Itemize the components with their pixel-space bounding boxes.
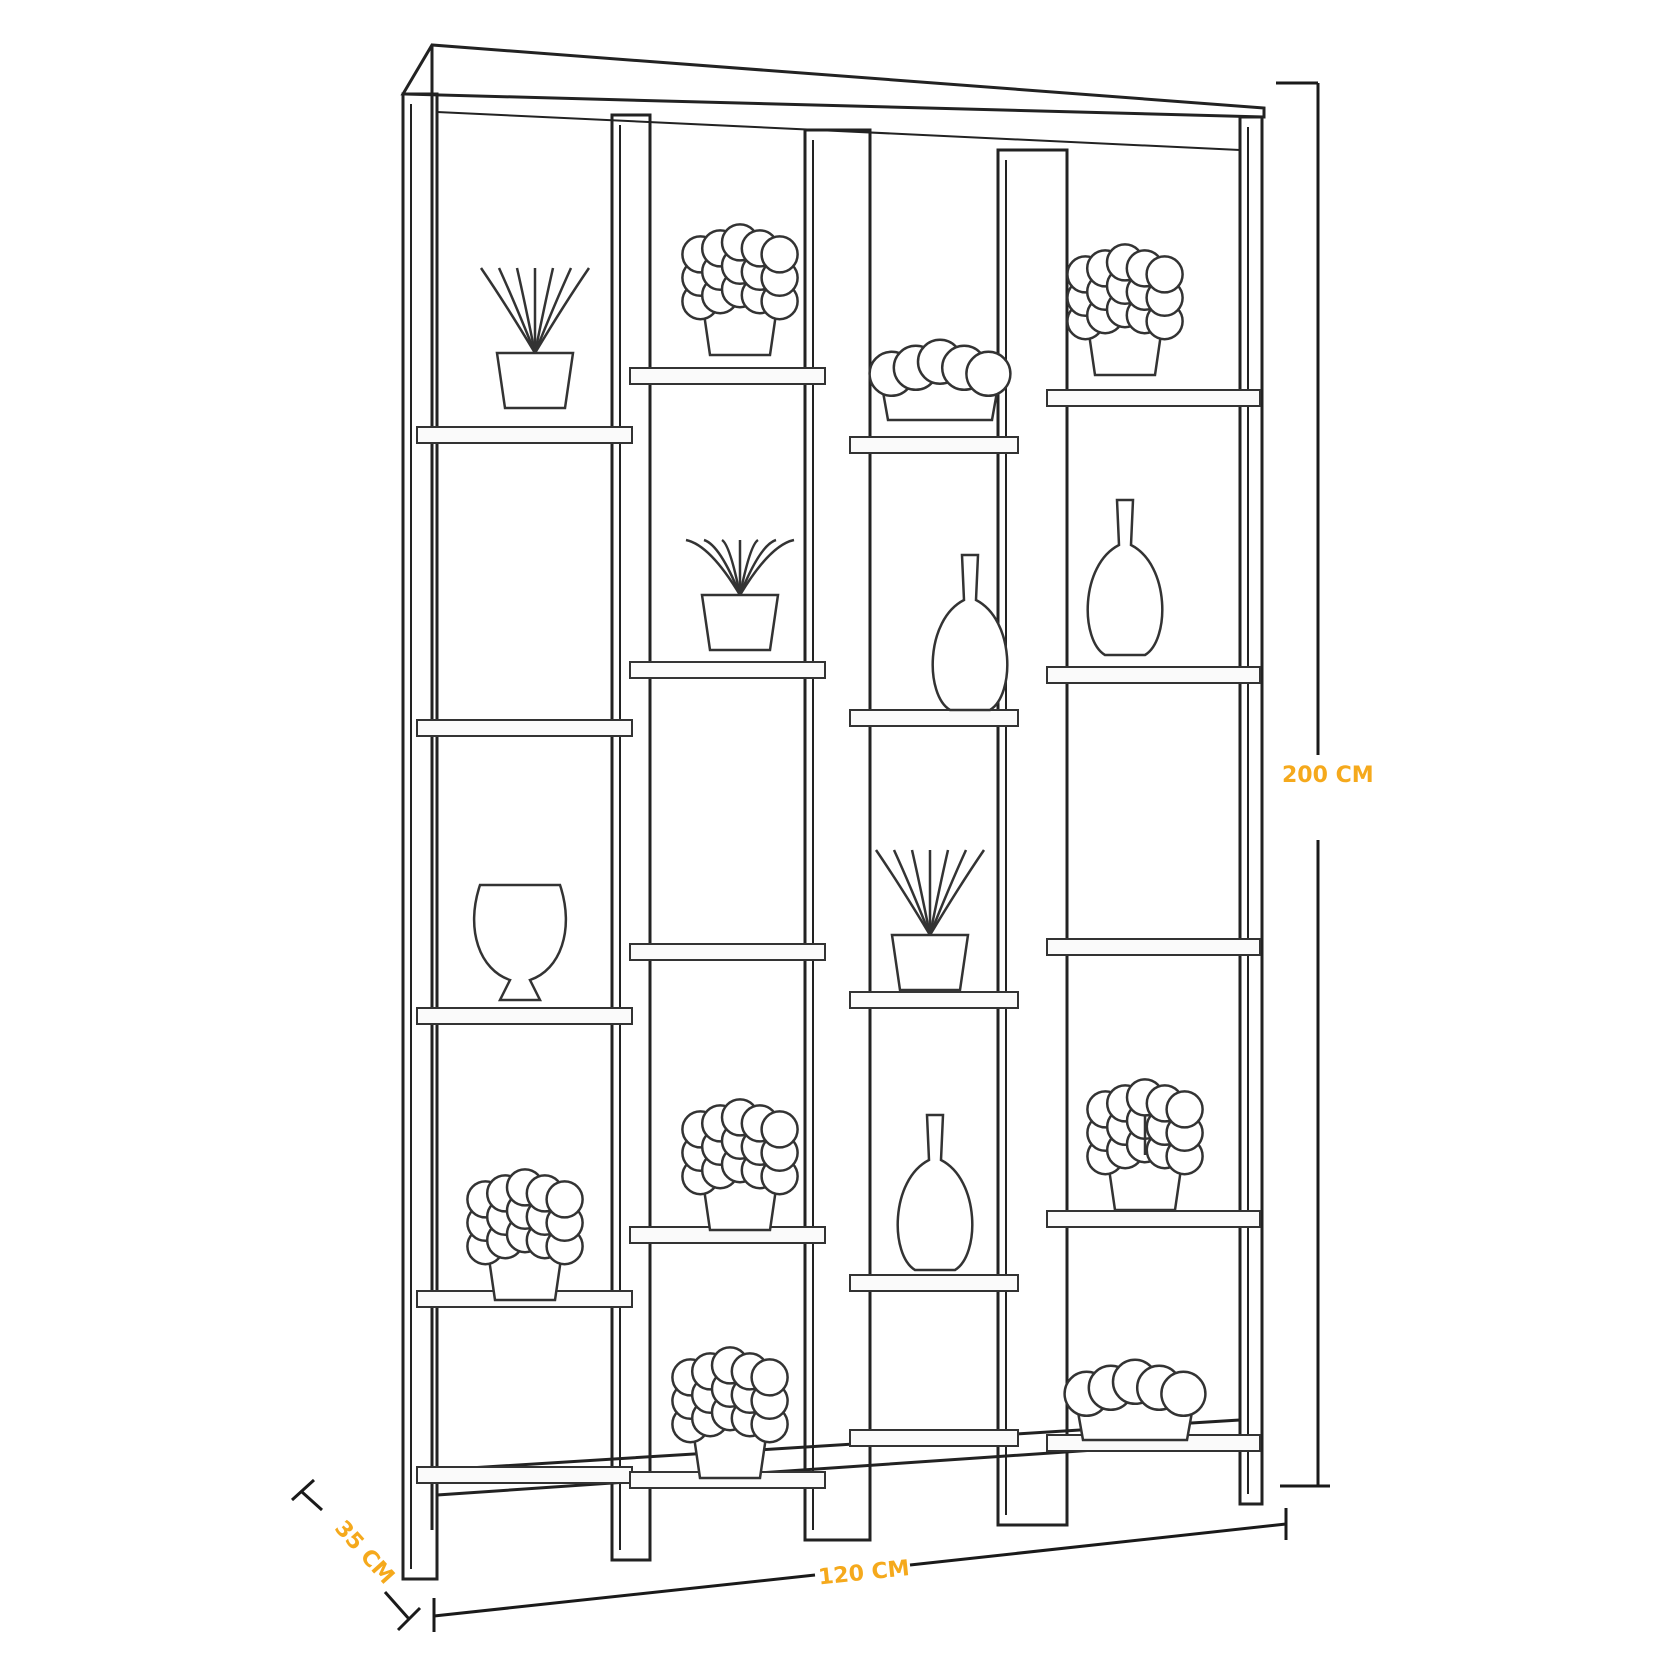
pot-icon [700, 593, 780, 652]
flowers-item [671, 1346, 789, 1480]
basket-item [1063, 1358, 1207, 1442]
leaf-icon [479, 267, 537, 354]
urn-icon [472, 883, 568, 1002]
width-dimension [432, 1508, 1288, 1632]
shelf [1046, 666, 1261, 684]
vase-item [896, 1113, 974, 1272]
urn-item [472, 883, 568, 1002]
shelf [416, 1466, 633, 1484]
basket-item [868, 338, 1012, 422]
post [401, 92, 439, 1581]
succulent-item [685, 538, 795, 652]
leaf-icon [738, 538, 795, 596]
plant-item [874, 849, 986, 992]
shelf [849, 1429, 1019, 1447]
leaf-icon [738, 538, 777, 596]
plant-item [479, 267, 591, 410]
shelf [629, 661, 826, 679]
leaf-icon [685, 538, 742, 596]
vase-icon [896, 1113, 974, 1272]
leaf-icon [515, 267, 537, 354]
vase-icon [1086, 498, 1164, 657]
vase-icon [931, 553, 1009, 712]
flowers-item [681, 223, 799, 357]
flowers-item [466, 1168, 584, 1302]
shelf [849, 436, 1019, 454]
shelf [849, 991, 1019, 1009]
pot-icon [890, 933, 970, 992]
shelf [1046, 938, 1261, 956]
post [610, 113, 652, 1562]
flowers-item [1066, 243, 1184, 377]
foliage-icon [760, 1110, 799, 1149]
leaf-icon [497, 267, 537, 354]
leaf-icon [703, 538, 742, 596]
decor-items [466, 223, 1207, 1480]
width-label: 120 CM [817, 1556, 911, 1590]
foliage-icon [1145, 255, 1184, 294]
foliage-icon [965, 350, 1012, 398]
leaf-icon [910, 849, 932, 936]
shelf [849, 709, 1019, 727]
flowers-item [681, 1098, 799, 1232]
shelf [416, 719, 633, 737]
shelf [629, 367, 826, 385]
foliage-icon [1160, 1370, 1207, 1418]
foliage-icon [760, 235, 799, 274]
shelf [1046, 1210, 1261, 1228]
height-label: 200 CM [1282, 763, 1374, 788]
leaf-icon [533, 267, 573, 354]
vase-item [1086, 498, 1164, 657]
leaf-icon [892, 849, 932, 936]
bonsai-item [1086, 1078, 1204, 1212]
foliage-icon [545, 1180, 584, 1219]
shelf [416, 426, 633, 444]
leaf-icon [928, 849, 986, 936]
post [1238, 115, 1264, 1506]
leaf-icon [721, 538, 742, 596]
shelf [849, 1274, 1019, 1292]
foliage-icon [750, 1358, 789, 1397]
shelf [629, 943, 826, 961]
top-frame [400, 43, 1266, 119]
leaf-icon [928, 849, 968, 936]
height-dimension [1276, 81, 1330, 1488]
depth-dimension [290, 1478, 422, 1632]
post [803, 128, 872, 1542]
foliage-icon [1165, 1090, 1204, 1129]
post [996, 148, 1069, 1527]
pot-icon [495, 351, 575, 410]
leaf-icon [533, 267, 591, 354]
shelf [1046, 389, 1261, 407]
leaf-icon [533, 267, 555, 354]
shelves [416, 367, 1261, 1489]
top-rail [436, 111, 1241, 151]
vase-item [931, 553, 1009, 712]
leaf-icon [928, 849, 950, 936]
leaf-icon [738, 538, 759, 596]
leaf-icon [874, 849, 932, 936]
depth-label: 35 CM [329, 1516, 399, 1589]
shelf [416, 1007, 633, 1025]
